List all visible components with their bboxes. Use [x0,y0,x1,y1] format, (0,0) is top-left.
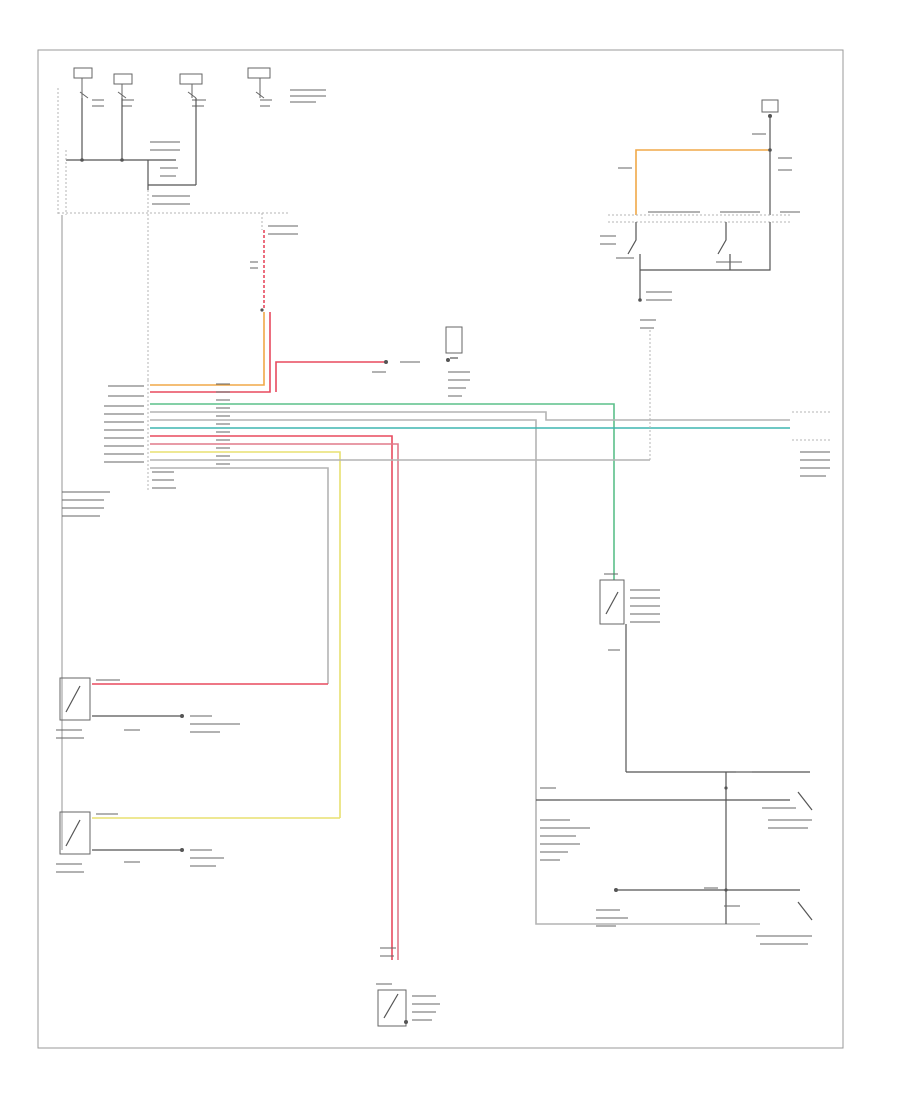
fuse-1 [73,67,93,99]
seat-belt-switch [599,573,720,773]
left-rear-door-ajar-switch [540,819,813,945]
right-door-ajar-switch [56,677,328,739]
fuse-3 [179,73,203,99]
diagram-frame [37,49,844,1049]
fuse-group-left [57,67,326,850]
module [62,380,230,517]
key-in-ignition-switch [376,947,440,1027]
headlamp-switch [445,326,463,362]
module-wires [150,330,790,960]
switch-cluster-right [600,99,800,329]
left-door-ajar-switch [56,811,340,873]
fuse-4 [247,67,326,103]
right-rear-door-ajar-switch [536,771,813,924]
power-feed [150,213,470,397]
warning-chime-sensor [792,411,832,477]
fuse-2 [113,73,133,99]
